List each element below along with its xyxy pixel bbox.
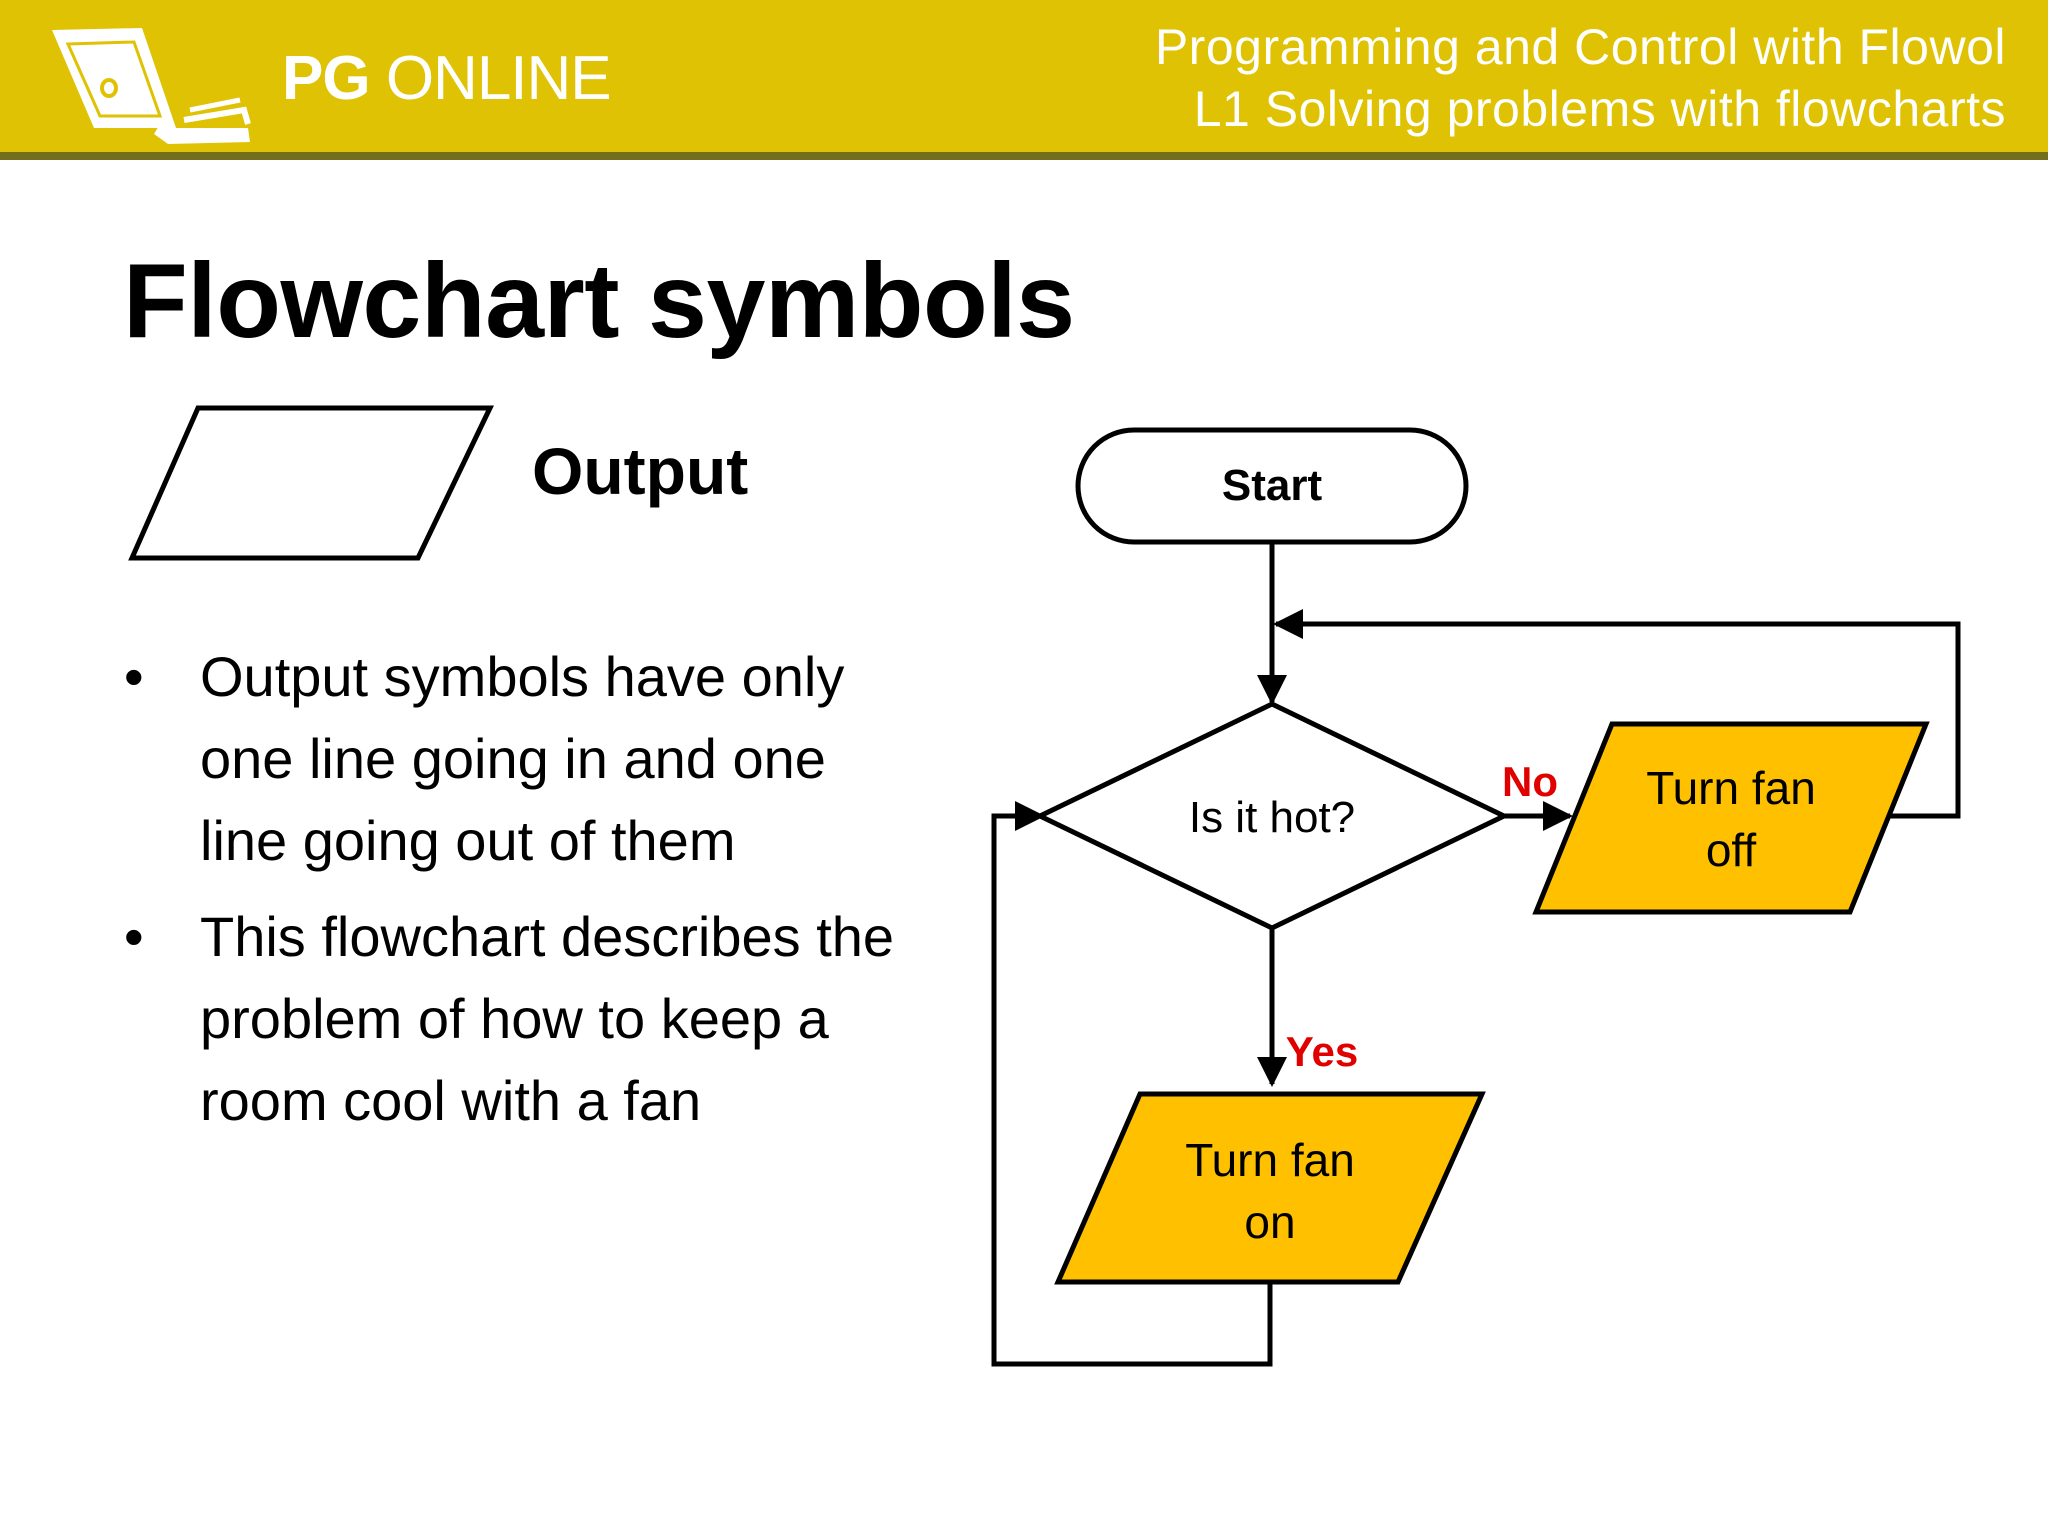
output-symbol-parallelogram	[128, 405, 494, 561]
bullet-glyph: •	[124, 905, 144, 968]
yes-branch-label: Yes	[1286, 1028, 1358, 1075]
lesson-title: L1 Solving problems with flowcharts	[1193, 81, 2006, 137]
slide-title: Flowchart symbols	[123, 242, 1075, 360]
output-turn-fan-off	[1532, 721, 1930, 915]
brand-light: ONLINE	[385, 44, 612, 113]
brand-bold: PG	[282, 44, 371, 113]
output-off-line2: off	[1706, 824, 1757, 876]
bullet-glyph: •	[124, 645, 144, 708]
bullet-item: • This flowchart describes the problem of…	[118, 896, 918, 1142]
start-label: Start	[1222, 461, 1323, 510]
bullet-text: Output symbols have only one line going …	[200, 645, 845, 872]
output-symbol-label: Output	[532, 434, 749, 508]
output-off-line1: Turn fan	[1646, 762, 1816, 814]
laptop-logo-icon	[52, 28, 251, 144]
course-title: Programming and Control with Flowol	[1154, 19, 2006, 75]
off-loop-line	[1273, 609, 1961, 819]
start-terminator	[1075, 427, 1469, 545]
bullet-list: • Output symbols have only one line going…	[118, 636, 918, 1156]
brand-logo: PG ONLINE	[282, 48, 612, 110]
bullet-text: This flowchart describes the problem of …	[200, 905, 895, 1132]
decision-diamond	[1034, 701, 1510, 931]
header-band: PG ONLINE Programming and Control with F…	[0, 0, 2048, 160]
no-branch-label: No	[1502, 758, 1558, 805]
bullet-item: • Output symbols have only one line going…	[118, 636, 918, 882]
decision-label: Is it hot?	[1189, 793, 1355, 842]
on-loop-line	[991, 801, 1273, 1367]
output-on-line2: on	[1244, 1196, 1295, 1248]
connector-lines	[991, 542, 1961, 1367]
output-on-line1: Turn fan	[1185, 1134, 1355, 1186]
output-turn-fan-on	[1054, 1091, 1486, 1285]
